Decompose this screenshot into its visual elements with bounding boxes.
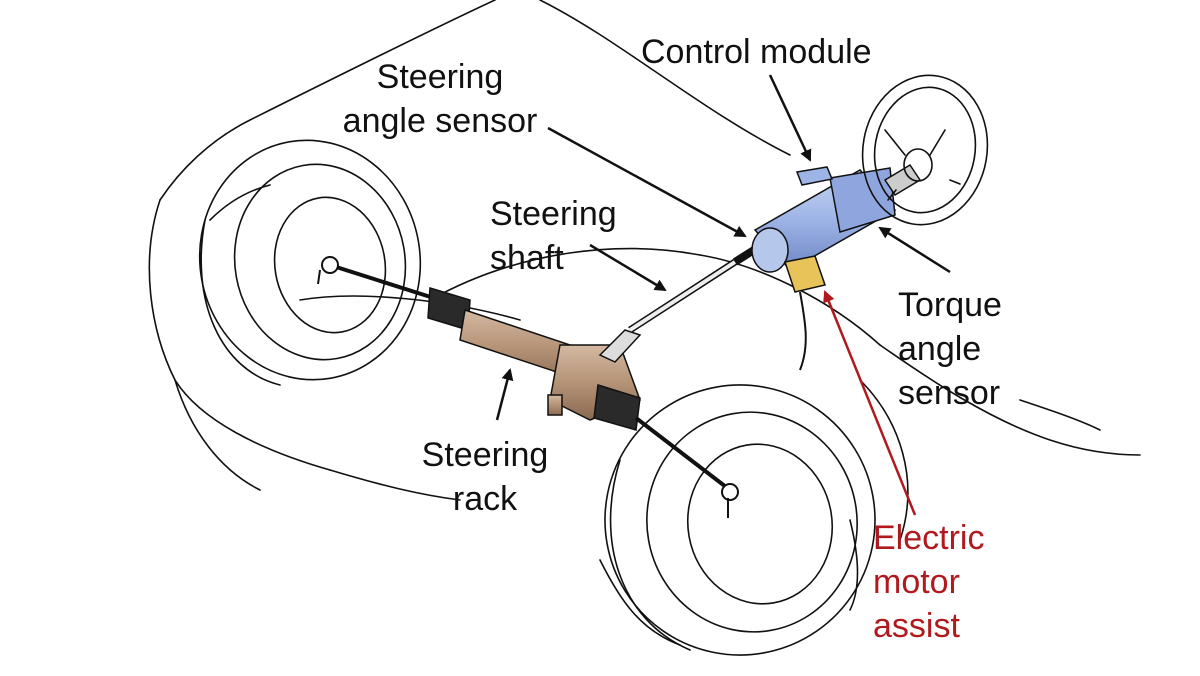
steering-wheel-icon (861, 74, 989, 226)
leader-arrows (495, 74, 951, 516)
steering-column (751, 163, 922, 371)
steering-rack-label: Steering rack (405, 433, 565, 521)
steering-angle-sensor-arrow (547, 126, 747, 238)
torque-angle-sensor-label: Torque angle sensor (898, 283, 1002, 415)
steering-shaft-arrow (589, 243, 667, 292)
left-wheel-icon (198, 139, 422, 386)
electric-motor-assist-label: Electric motor assist (873, 516, 984, 648)
torque-angle-sensor-line-1: Torque (898, 286, 1002, 324)
electric-motor-assist-arrow (823, 290, 917, 516)
electric-motor-assist-line-3: assist (873, 607, 960, 645)
steering-rack-arrow (495, 368, 514, 421)
steering-rack-line-2: rack (452, 480, 518, 518)
torque-angle-sensor-arrow (878, 226, 951, 274)
right-wheel-icon (604, 384, 876, 656)
control-module-arrow (768, 74, 812, 162)
steering-angle-sensor-line-2: angle sensor (342, 102, 538, 140)
torque-angle-sensor-line-2: angle (898, 330, 982, 368)
torque-angle-sensor-line-3: sensor (898, 374, 1001, 412)
steering-shaft-line-1: Steering (490, 195, 617, 233)
steering-angle-sensor-label: Steering angle sensor (330, 55, 550, 143)
steering-shaft-line-2: shaft (490, 239, 564, 277)
steering-shaft-label: Steering shaft (490, 192, 617, 280)
control-module-label: Control module (641, 30, 872, 74)
steering-rack-assembly (317, 256, 739, 518)
steering-rack-line-1: Steering (421, 436, 549, 474)
electric-motor-assist-line-2: motor (873, 563, 960, 601)
control-module-text: Control module (641, 33, 872, 71)
steering-shaft-assembly (598, 239, 768, 363)
electric-motor-assist-line-1: Electric (873, 519, 985, 557)
steering-angle-sensor-line-1: Steering (376, 58, 504, 96)
car-body-outline (148, 0, 1141, 646)
